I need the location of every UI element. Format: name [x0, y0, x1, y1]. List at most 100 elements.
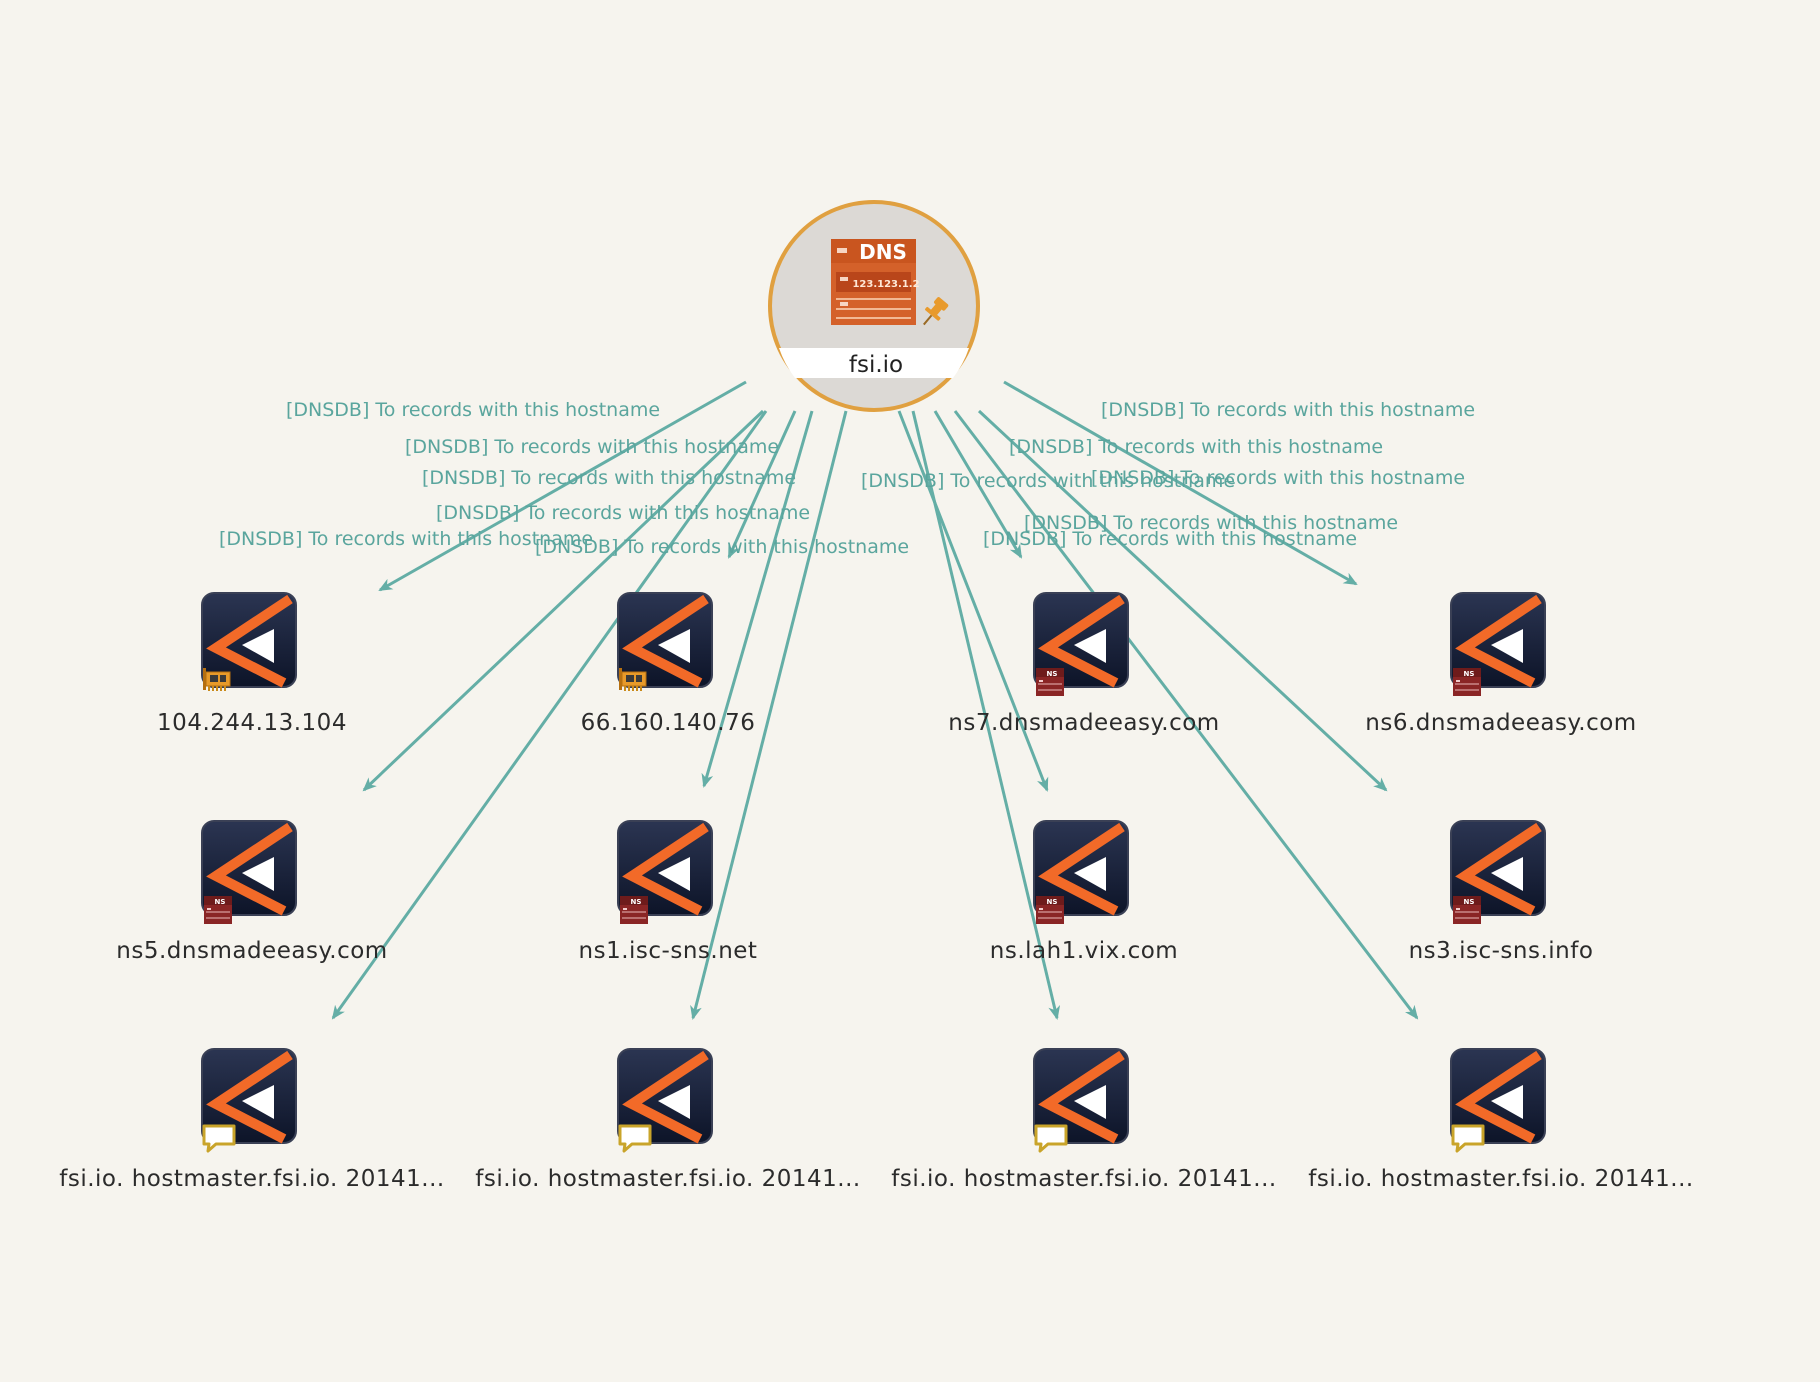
- ns-server-icon: NS: [1453, 668, 1481, 696]
- comment-icon: [202, 1124, 236, 1153]
- node-glyph: [658, 857, 690, 891]
- edge-arrow-8[interactable]: [897, 410, 1049, 792]
- node-glyph: [658, 1085, 690, 1119]
- node-glyph: [1491, 629, 1523, 663]
- node-label: ns5.dnsmadeeasy.com: [116, 938, 387, 964]
- node-glyph: [1491, 857, 1523, 891]
- entity-node-4[interactable]: NS ns6.dnsmadeeasy.com: [1365, 592, 1636, 736]
- root-label-band: [779, 348, 969, 378]
- network-card-icon: [619, 668, 647, 691]
- edge-label-11[interactable]: [DNSDB] To records with this hostname: [1024, 512, 1398, 534]
- edge-label-9[interactable]: [DNSDB] To records with this hostname: [861, 470, 1235, 492]
- node-label: fsi.io. hostmaster.fsi.io. 20141...: [891, 1166, 1276, 1192]
- entity-node-5[interactable]: NS ns5.dnsmadeeasy.com: [116, 820, 387, 964]
- node-glyph: [1491, 1085, 1523, 1119]
- ns-server-icon: NS: [1036, 668, 1064, 696]
- root-label: fsi.io: [849, 352, 903, 378]
- svg-text:NS: NS: [631, 898, 642, 906]
- chevron-icon: [1455, 1050, 1542, 1144]
- node-label: fsi.io. hostmaster.fsi.io. 20141...: [1308, 1166, 1693, 1192]
- node-glyph: [1074, 1085, 1106, 1119]
- entity-node-6[interactable]: NS ns1.isc-sns.net: [579, 820, 758, 964]
- node-label: ns1.isc-sns.net: [579, 938, 758, 964]
- node-glyph: [242, 857, 274, 891]
- svg-text:NS: NS: [215, 898, 226, 906]
- edge-label-1[interactable]: [DNSDB] To records with this hostname: [286, 399, 660, 421]
- edge-arrow-11[interactable]: [977, 409, 1388, 792]
- entity-node-12[interactable]: fsi.io. hostmaster.fsi.io. 20141...: [1308, 1048, 1693, 1192]
- chevron-icon: [1038, 822, 1125, 916]
- edge-label-12[interactable]: [DNSDB] To records with this hostname: [983, 528, 1357, 550]
- pin-icon[interactable]: [917, 295, 951, 330]
- node-glyph: [242, 629, 274, 663]
- edge-label-6[interactable]: [DNSDB] To records with this hostname: [535, 536, 909, 558]
- edge-label-10[interactable]: [DNSDB] To records with this hostname: [1091, 467, 1465, 489]
- node-label: ns6.dnsmadeeasy.com: [1365, 710, 1636, 736]
- edge-arrow-2[interactable]: [362, 409, 765, 792]
- edge-arrow-6[interactable]: [690, 410, 848, 1020]
- edge-label-5[interactable]: [DNSDB] To records with this hostname: [219, 528, 593, 550]
- entity-node-2[interactable]: 66.160.140.76: [581, 592, 756, 736]
- ns-server-icon: NS: [204, 896, 232, 924]
- edge-label-4[interactable]: [DNSDB] To records with this hostname: [436, 502, 810, 524]
- edge-label-2[interactable]: [DNSDB] To records with this hostname: [405, 436, 779, 458]
- edge-arrow-5[interactable]: [701, 410, 814, 788]
- dns-server-icon: DNS 123.123.1.2: [831, 239, 920, 325]
- edge-label-8[interactable]: [DNSDB] To records with this hostname: [1009, 436, 1383, 458]
- chevron-icon: [206, 1050, 293, 1144]
- node-glyph: [242, 1085, 274, 1119]
- entity-node-9[interactable]: fsi.io. hostmaster.fsi.io. 20141...: [59, 1048, 444, 1192]
- edge-arrow-4[interactable]: [727, 410, 797, 559]
- entity-node-1[interactable]: 104.244.13.104: [157, 592, 347, 736]
- node-label: 104.244.13.104: [157, 710, 347, 736]
- svg-text:NS: NS: [1047, 898, 1058, 906]
- node-glyph: [1074, 629, 1106, 663]
- node-glyph: [658, 629, 690, 663]
- entity-node-3[interactable]: NS ns7.dnsmadeeasy.com: [948, 592, 1219, 736]
- dns-icon-subtext: 123.123.1.2: [852, 279, 919, 290]
- chevron-icon: [622, 1050, 709, 1144]
- chevron-icon: [1455, 594, 1542, 688]
- entity-node-11[interactable]: fsi.io. hostmaster.fsi.io. 20141...: [891, 1048, 1276, 1192]
- entity-node-8[interactable]: NS ns3.isc-sns.info: [1409, 820, 1594, 964]
- node-label: fsi.io. hostmaster.fsi.io. 20141...: [475, 1166, 860, 1192]
- ns-server-icon: NS: [1453, 896, 1481, 924]
- node-label: ns3.isc-sns.info: [1409, 938, 1594, 964]
- node-label: 66.160.140.76: [581, 710, 756, 736]
- ns-server-icon: NS: [1036, 896, 1064, 924]
- edge-arrow-7[interactable]: [933, 410, 1023, 559]
- entity-node-10[interactable]: fsi.io. hostmaster.fsi.io. 20141...: [475, 1048, 860, 1192]
- node-label: ns7.dnsmadeeasy.com: [948, 710, 1219, 736]
- edge-arrow-10[interactable]: [1003, 380, 1358, 586]
- edge-layer: [331, 380, 1419, 1020]
- dns-icon-text: DNS: [859, 240, 907, 264]
- svg-text:NS: NS: [1047, 670, 1058, 678]
- chevron-icon: [1038, 594, 1125, 688]
- svg-text:NS: NS: [1464, 670, 1475, 678]
- edge-arrow-12[interactable]: [953, 410, 1419, 1020]
- comment-icon: [618, 1124, 652, 1153]
- comment-icon: [1451, 1124, 1485, 1153]
- node-label: fsi.io. hostmaster.fsi.io. 20141...: [59, 1166, 444, 1192]
- node-glyph: [1074, 857, 1106, 891]
- edge-arrow-3[interactable]: [331, 410, 768, 1020]
- node-label: ns.lah1.vix.com: [990, 938, 1178, 964]
- chevron-icon: [1455, 822, 1542, 916]
- ns-server-icon: NS: [620, 896, 648, 924]
- comment-icon: [1034, 1124, 1068, 1153]
- chevron-icon: [206, 594, 293, 688]
- root-node[interactable]: DNS 123.123.1.2 fsi.io: [768, 200, 980, 412]
- chevron-icon: [622, 594, 709, 688]
- chevron-icon: [206, 822, 293, 916]
- entity-node-7[interactable]: NS ns.lah1.vix.com: [990, 820, 1178, 964]
- chevron-icon: [622, 822, 709, 916]
- edge-label-7[interactable]: [DNSDB] To records with this hostname: [1101, 399, 1475, 421]
- edge-label-3[interactable]: [DNSDB] To records with this hostname: [422, 467, 796, 489]
- edge-label-layer: [DNSDB] To records with this hostname[DN…: [219, 399, 1475, 558]
- edge-arrow-1[interactable]: [378, 380, 747, 592]
- network-card-icon: [203, 668, 231, 691]
- edge-arrow-9[interactable]: [911, 410, 1061, 1020]
- chevron-icon: [1038, 1050, 1125, 1144]
